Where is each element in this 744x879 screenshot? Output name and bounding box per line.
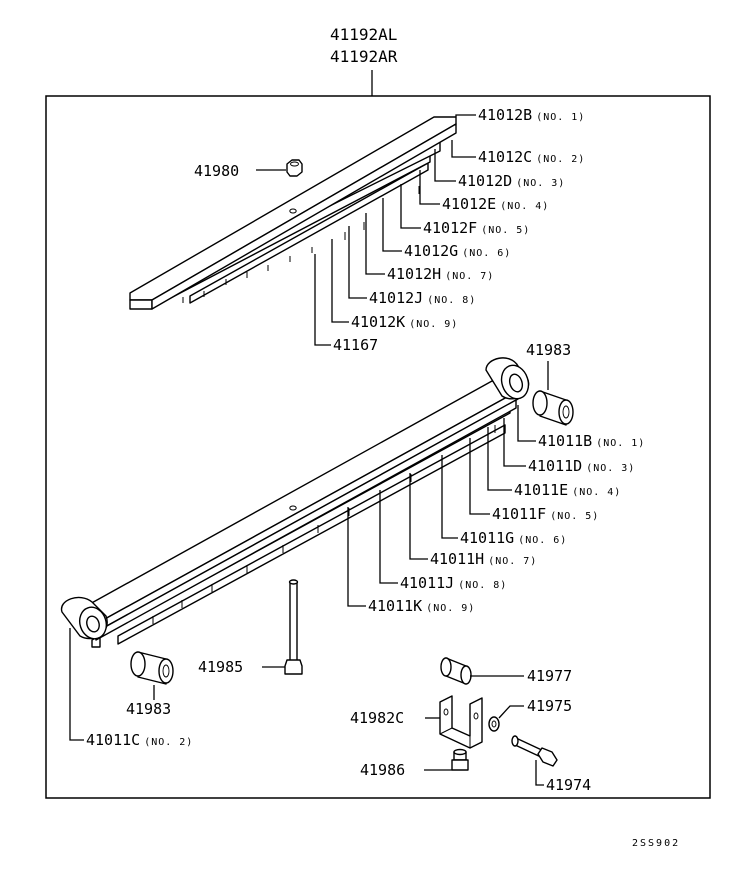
callout-41012D: 41012D(NO. 3) — [458, 172, 565, 190]
callout-41011C: 41011C(NO. 2) — [86, 731, 193, 749]
callout-41012H: 41012H(NO. 7) — [387, 265, 494, 283]
assembly-frame — [45, 95, 711, 799]
callout-41011B: 41011B(NO. 1) — [538, 432, 645, 450]
center-bolt-41985 — [284, 579, 303, 675]
assembly-part-right: 41192AR — [330, 47, 398, 66]
callout-41011D: 41011D(NO. 3) — [528, 457, 635, 475]
callout-41011H: 41011H(NO. 7) — [430, 550, 537, 568]
upper-leaf-spring — [129, 116, 457, 310]
nut-41980 — [286, 159, 303, 177]
figure-code: 2SS902 — [632, 838, 680, 849]
bushing-41983-upper — [532, 390, 574, 426]
lower-callout-labels: 41983 41011B(NO. 1) 41011D(NO. 3) 41011E… — [86, 341, 645, 794]
callout-41012K: 41012K(NO. 9) — [351, 313, 458, 331]
lower-spring-left-eye — [60, 596, 108, 640]
bushing-41983-lower — [130, 651, 174, 685]
callout-41011E: 41011E(NO. 4) — [514, 481, 621, 499]
bolt-41986 — [451, 748, 469, 771]
callout-41011K: 41011K(NO. 9) — [368, 597, 475, 615]
upper-callout-lines — [256, 114, 476, 346]
callout-41011F: 41011F(NO. 5) — [492, 505, 599, 523]
callout-41012F: 41012F(NO. 5) — [423, 219, 530, 237]
callout-41974: 41974 — [546, 776, 591, 794]
callout-41012J: 41012J(NO. 8) — [369, 289, 476, 307]
bracket-41982C — [439, 695, 483, 749]
assembly-part-left: 41192AL — [330, 25, 397, 44]
callout-41167: 41167 — [333, 336, 378, 354]
callout-41011J: 41011J(NO. 8) — [400, 574, 507, 592]
callout-41986: 41986 — [360, 761, 405, 779]
lower-callout-lines — [69, 361, 549, 786]
callout-41975: 41975 — [527, 697, 572, 715]
callout-41012G: 41012G(NO. 6) — [404, 242, 511, 260]
callout-41012E: 41012E(NO. 4) — [442, 195, 549, 213]
bolt-41974 — [511, 735, 558, 767]
callout-41012B: 41012B(NO. 1) — [478, 106, 585, 124]
lower-leaf-spring — [69, 380, 519, 648]
lower-spring-right-eye — [485, 357, 530, 400]
callout-41985: 41985 — [198, 658, 243, 676]
callout-41982C: 41982C — [350, 709, 404, 727]
callout-41980: 41980 — [194, 162, 239, 180]
callout-41983-lower: 41983 — [126, 700, 171, 718]
washer-41975 — [488, 716, 500, 732]
callout-41977: 41977 — [527, 667, 572, 685]
callout-41983-upper: 41983 — [526, 341, 571, 359]
upper-callout-labels: 41012B(NO. 1) 41012C(NO. 2) 41012D(NO. 3… — [194, 106, 585, 354]
callout-41011G: 41011G(NO. 6) — [460, 529, 567, 547]
assembly-header: 41192AL 41192AR — [330, 25, 398, 96]
callout-41012C: 41012C(NO. 2) — [478, 148, 585, 166]
bushing-41977 — [440, 657, 472, 685]
